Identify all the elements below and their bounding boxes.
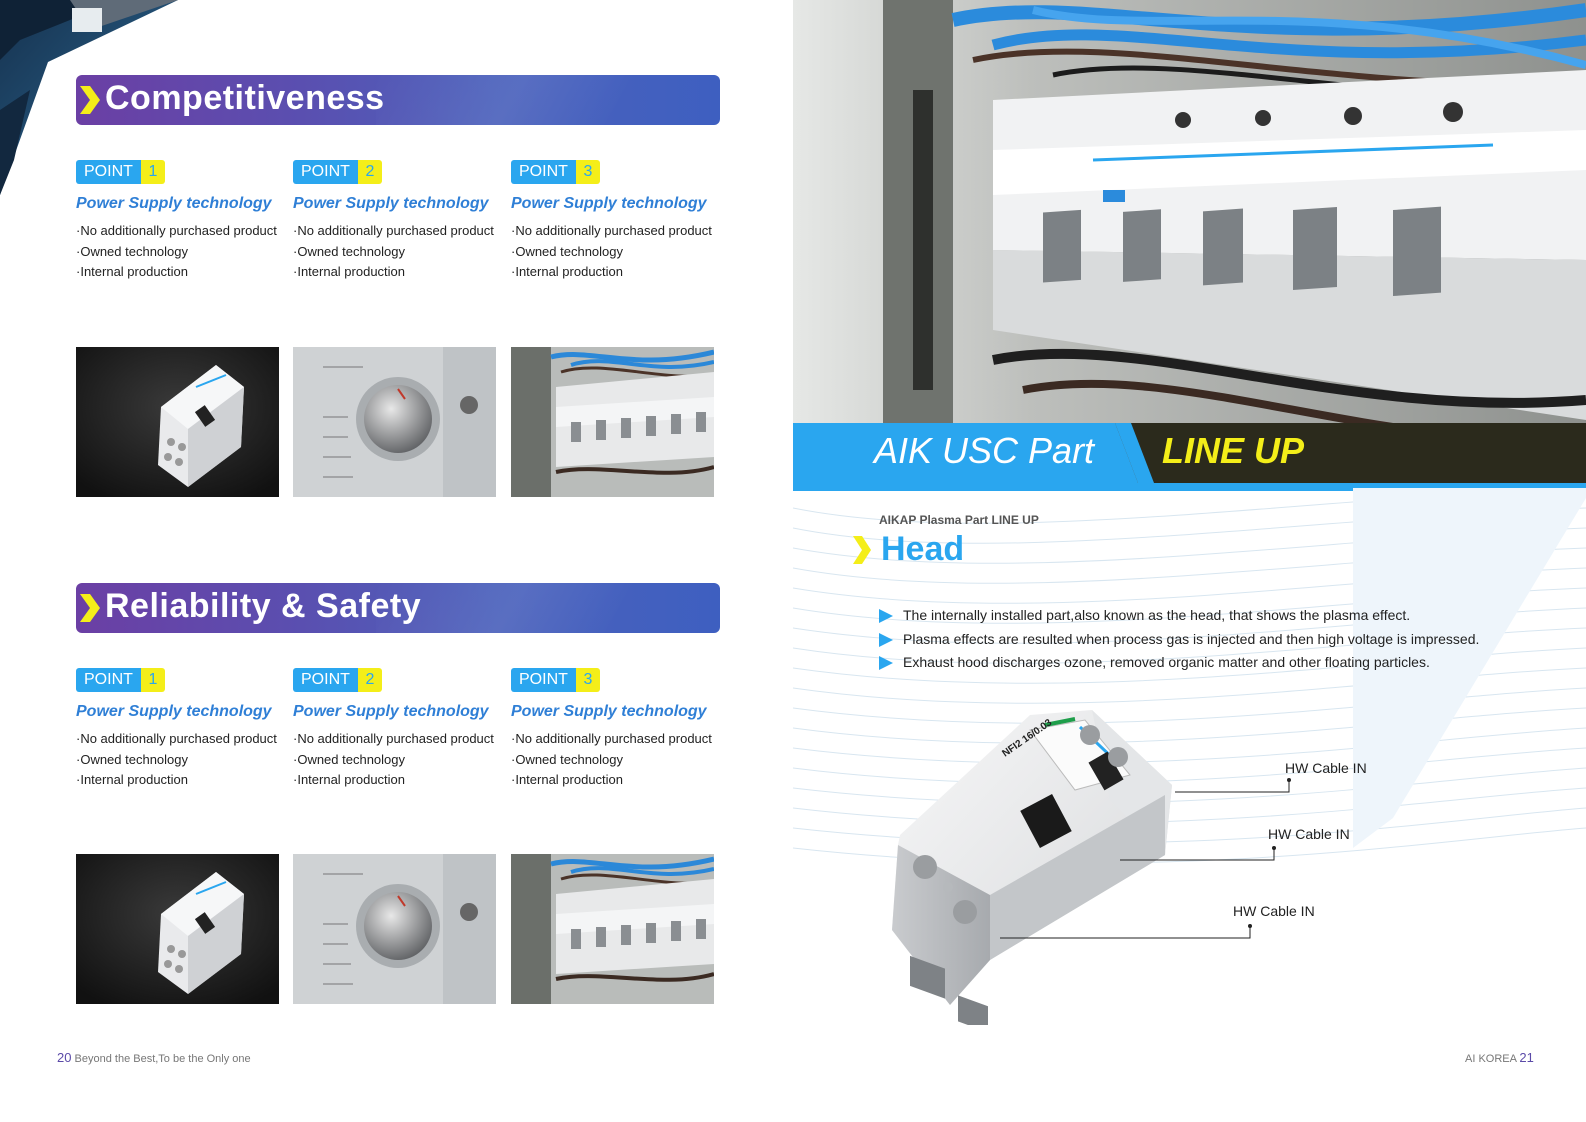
section-subtitle: AIKAP Plasma Part LINE UP (879, 513, 1039, 527)
callout-label: HW Cable IN (1233, 903, 1315, 919)
point-title: Power Supply technology (76, 703, 272, 720)
point-badge: POINT 3 (511, 160, 716, 184)
right-footer: AI KOREA 21 (1465, 1050, 1534, 1065)
list-item: ·Owned technology (76, 243, 189, 259)
bullet-text: The internally installed part,also known… (903, 607, 1411, 623)
reliability-safety-banner: Reliability & Safety (76, 583, 720, 633)
chevron-right-icon (80, 86, 100, 114)
point-label: POINT (293, 668, 358, 692)
point-badge: POINT 1 (76, 160, 281, 184)
list-item: ·Owned technology (511, 243, 624, 259)
point-label: POINT (76, 160, 141, 184)
list-item: Exhaust hood discharges ozone, removed o… (879, 651, 1479, 675)
point-label: POINT (293, 160, 358, 184)
point-label: POINT (511, 668, 576, 692)
point-list: ·No additionally purchased product ·Owne… (511, 729, 716, 791)
list-item: ·No additionally purchased product (76, 731, 277, 746)
bullet-text: Plasma effects are resulted when process… (903, 630, 1480, 647)
point-badge: POINT 1 (76, 668, 281, 692)
point-title: Power Supply technology (76, 195, 272, 212)
point-badge: POINT 2 (293, 668, 498, 692)
point-badge: POINT 3 (511, 668, 716, 692)
left-footer: 20 Beyond the Best,To be the Only one (57, 1050, 251, 1065)
triangle-bullet-icon (879, 656, 893, 670)
point-badge: POINT 2 (293, 160, 498, 184)
list-item: ·Internal production (293, 264, 406, 279)
chevron-right-icon (80, 594, 100, 622)
point-label: POINT (511, 160, 576, 184)
point-number: 3 (575, 668, 600, 692)
point-number: 2 (357, 160, 382, 184)
footer-company: AI KOREA (1465, 1053, 1517, 1065)
list-item: ·Internal production (293, 772, 406, 787)
footer-slogan: Beyond the Best,To be the Only one (74, 1053, 251, 1065)
point-card-1: POINT 1 Power Supply technology ·No addi… (76, 668, 281, 791)
list-item: ·Owned technology (76, 751, 189, 767)
electrical-panel-photo (511, 854, 714, 1004)
list-item: ·No additionally purchased product (293, 731, 494, 746)
point-list: ·No additionally purchased product ·Owne… (76, 221, 281, 283)
point-number: 1 (140, 668, 165, 692)
point-list: ·No additionally purchased product ·Owne… (293, 729, 498, 791)
dial-photo (293, 854, 496, 1004)
triangle-bullet-icon (879, 609, 893, 623)
point-title: Power Supply technology (511, 703, 707, 720)
feature-bullets: The internally installed part,also known… (879, 604, 1479, 675)
section-title: Reliability & Safety (105, 587, 422, 625)
point-list: ·No additionally purchased product ·Owne… (293, 221, 498, 283)
point-label: POINT (76, 668, 141, 692)
section-title: Competitiveness (105, 79, 385, 117)
list-item: ·Internal production (76, 264, 189, 279)
list-item: ·Internal production (76, 772, 189, 787)
list-item: ·No additionally purchased product (511, 731, 712, 746)
electrical-panel-photo (511, 347, 714, 497)
dial-photo (293, 347, 496, 497)
point-list: ·No additionally purchased product ·Owne… (76, 729, 281, 791)
point-card-2: POINT 2 Power Supply technology ·No addi… (293, 160, 498, 283)
list-item: ·Internal production (511, 264, 624, 279)
callout-label: HW Cable IN (1268, 826, 1350, 842)
point-card-1: POINT 1 Power Supply technology ·No addi… (76, 160, 281, 283)
page-number: 21 (1519, 1050, 1534, 1065)
lineup-banner (793, 423, 1586, 491)
callout-label: HW Cable IN (1285, 760, 1367, 776)
list-item: The internally installed part,also known… (879, 604, 1479, 628)
list-item: ·No additionally purchased product (76, 223, 277, 238)
point-card-3: POINT 3 Power Supply technology ·No addi… (511, 160, 716, 283)
list-item: ·Owned technology (293, 751, 406, 767)
circuit-breaker-photo (76, 854, 279, 1004)
point-card-2: POINT 2 Power Supply technology ·No addi… (293, 668, 498, 791)
triangle-bullet-icon (879, 632, 893, 647)
electrical-panel-hero-photo (793, 0, 1586, 488)
circuit-breaker-product-image: NFI2 16/0.03 (892, 710, 1172, 1025)
point-title: Power Supply technology (511, 195, 707, 212)
point-title: Power Supply technology (293, 195, 489, 212)
point-number: 1 (140, 160, 165, 184)
bullet-text: Exhaust hood discharges ozone, removed o… (903, 654, 1430, 670)
list-item: Plasma effects are resulted when process… (879, 628, 1479, 652)
corner-decoration (0, 0, 178, 195)
lineup-left-text: AIK USC Part (874, 430, 1095, 471)
point-title: Power Supply technology (293, 703, 489, 720)
page-number: 20 (57, 1050, 72, 1065)
list-item: ·Owned technology (293, 243, 406, 259)
circuit-breaker-photo (76, 347, 279, 497)
list-item: ·Internal production (511, 772, 624, 787)
point-number: 3 (575, 160, 600, 184)
competitiveness-banner: Competitiveness (76, 75, 720, 125)
chevron-right-icon (853, 536, 871, 564)
list-item: ·Owned technology (511, 751, 624, 767)
head-title: Head (881, 530, 965, 568)
point-card-3: POINT 3 Power Supply technology ·No addi… (511, 668, 716, 791)
list-item: ·No additionally purchased product (293, 223, 494, 238)
point-list: ·No additionally purchased product ·Owne… (511, 221, 716, 283)
list-item: ·No additionally purchased product (511, 223, 712, 238)
lineup-right-text: LINE UP (1162, 430, 1305, 471)
point-number: 2 (357, 668, 382, 692)
